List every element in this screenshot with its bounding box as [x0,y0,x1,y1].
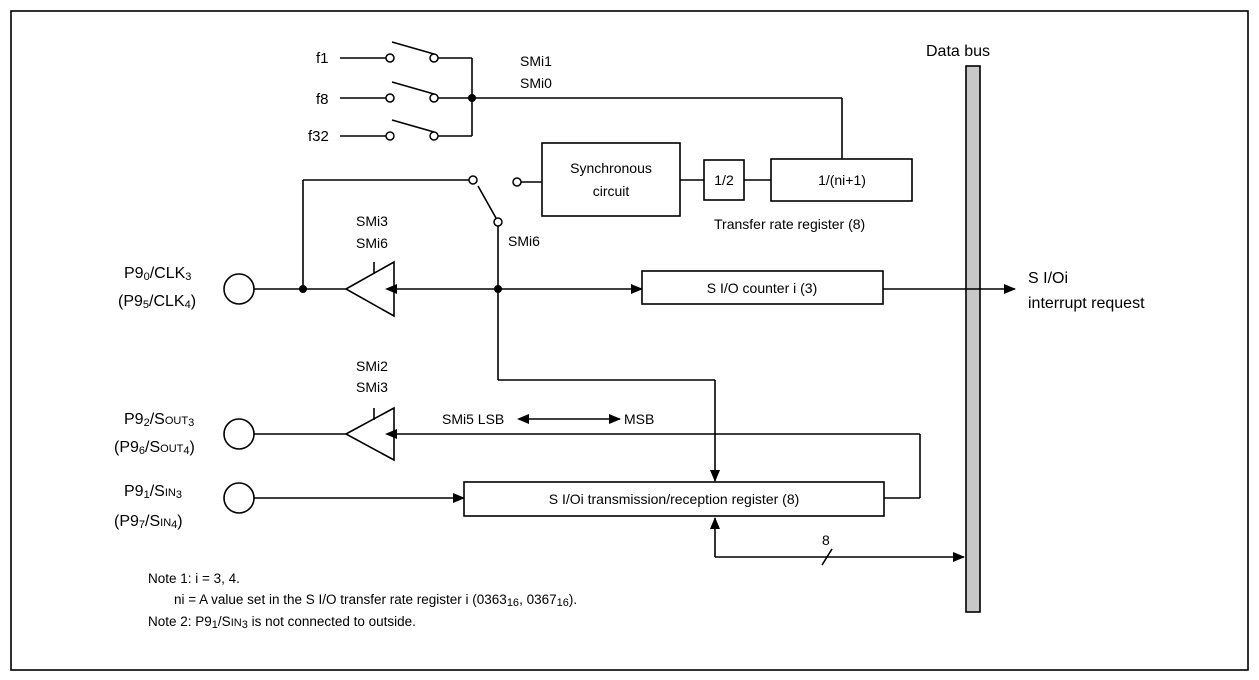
bus-width-label: 8 [822,532,830,548]
sout-buffer-bit-top: SMi2 [356,358,388,374]
pin-clk-label: P90/CLK3 [124,265,191,283]
transfer-rate-divider-label: 1/(ni+1) [818,172,866,188]
outer-frame [10,10,1249,671]
clk-buffer-bit-top: SMi3 [356,213,388,229]
smi1-label: SMi1 [520,53,552,69]
data-bus-label: Data bus [926,43,990,60]
notes: Note 1: i = 3, 4. ni = A value set in th… [148,571,577,631]
pin-sin [223,482,255,514]
sync-line1: Synchronous [570,160,652,176]
clock-input-f1: f1 [316,50,329,67]
pin-sin-alt-label: (P97/SIN4) [114,513,183,531]
synchronous-circuit-block [541,142,681,217]
sout-buffer-bit-bottom: SMi3 [356,379,388,395]
clk-buffer-bit-bottom: SMi6 [356,235,388,251]
clock-input-f32: f32 [308,128,329,145]
pin-sout [223,418,255,450]
sync-line2: circuit [593,183,630,199]
pin-clk [223,273,255,305]
smi0-label: SMi0 [520,75,552,91]
shift-register-label: S I/Oi transmission/reception register (… [549,491,800,507]
clk-buffer [344,260,395,318]
transfer-rate-register [770,158,913,202]
note-1-detail: ni = A value set in the S I/O transfer r… [174,592,577,609]
clock-select: f1 f8 f32 SMi1 SMi0 [308,41,843,159]
pin-sin-label: P91/SIN3 [124,483,182,501]
sio-counter-block [641,270,884,305]
msb-label: MSB [624,411,654,427]
smi6-switch-label: SMi6 [508,233,540,249]
note-2: Note 2: P91/SIN3 is not connected to out… [148,614,416,631]
shift-register-block [463,481,885,517]
baud-chain: Synchronous circuit 1/2 1/(ni+1) Transfe… [512,142,913,232]
note-1: Note 1: i = 3, 4. [148,571,240,586]
lsb-label: SMi5 LSB [442,411,504,427]
clock-path: P90/CLK3 (P95/CLK4) SMi6 SMi3 SMi6 S I/O… [118,175,1145,380]
sio-counter-label: S I/O counter i (3) [707,280,817,296]
transfer-rate-caption: Transfer rate register (8) [714,216,865,232]
pin-sout-label: P92/SOUT3 [124,411,194,429]
pin-sout-alt-label: (P96/SOUT4) [114,439,195,457]
sout-buffer [344,406,395,462]
clock-input-f8: f8 [316,91,329,108]
half-divider-label: 1/2 [714,172,734,188]
interrupt-line2: interrupt request [1028,295,1145,312]
interrupt-line1: S I/Oi [1028,270,1068,287]
pin-clk-alt-label: (P95/CLK4) [118,293,196,311]
data-path: P92/SOUT3 (P96/SOUT4) SMi2 SMi3 SMi5 LSB… [114,358,965,566]
data-bus [965,65,981,613]
